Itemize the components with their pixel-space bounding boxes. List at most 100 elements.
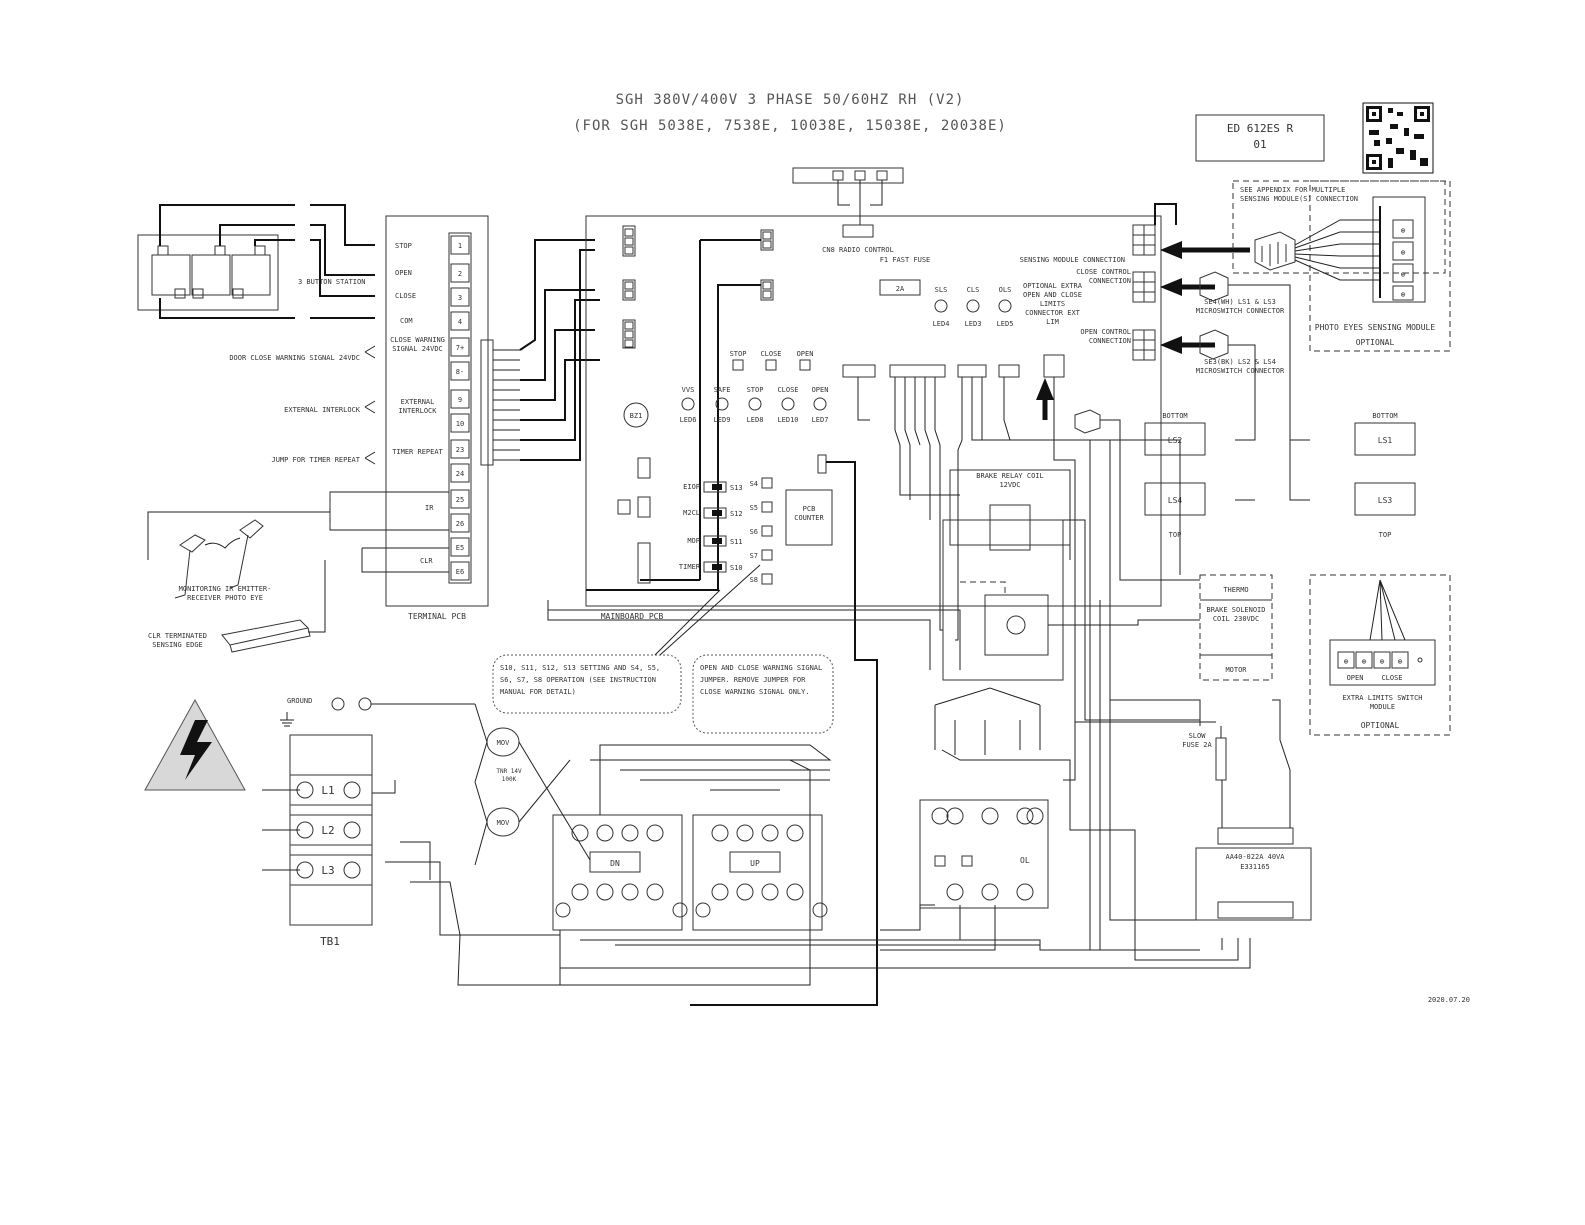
date-label: 2020.07.20 xyxy=(1428,996,1470,1004)
terminal-number: 25 xyxy=(456,496,464,504)
radio-connector xyxy=(792,167,904,238)
tb1-label: TB1 xyxy=(320,935,340,948)
led-icon xyxy=(715,397,729,411)
cn10-connector xyxy=(760,279,774,301)
dip-switch-label: S10 xyxy=(730,564,743,572)
dip-switch-name: EIOP xyxy=(683,483,700,491)
extra-limits-open: OPEN xyxy=(1347,674,1364,682)
test-button[interactable] xyxy=(961,855,973,867)
coil-terminal xyxy=(672,902,688,918)
brake-solenoid-label: BRAKE SOLENOID COIL 230VDC xyxy=(1206,606,1266,623)
close-control-connector xyxy=(1132,271,1156,303)
terminal-cell xyxy=(450,337,470,357)
side-button-label: S8 xyxy=(750,576,758,584)
external-interlock-label: EXTERNAL INTERLOCK xyxy=(284,406,361,414)
contactor-up xyxy=(692,814,823,931)
stop-button[interactable] xyxy=(732,359,744,371)
bridge-rectifier xyxy=(984,594,1049,656)
coil-terminal xyxy=(555,902,571,918)
close-control-label: CLOSE CONTROL CONNECTION xyxy=(1076,268,1131,285)
extra-limits-fo: EXTRA LIMITS SWITCH MODULE xyxy=(1342,694,1423,711)
cn9-connector xyxy=(622,279,636,301)
door-close-warning-label: DOOR CLOSE WARNING SIGNAL 24VDC xyxy=(229,354,360,362)
dip-switch-knob xyxy=(712,510,722,516)
sef-plug-icon xyxy=(1254,231,1296,271)
terminal-cell xyxy=(450,513,470,533)
side-button[interactable] xyxy=(761,525,773,537)
brake-relay-label: BRAKE RELAY COIL 12VDC xyxy=(976,472,1044,489)
photo-eyes-module-box xyxy=(1309,180,1451,352)
screw-icon xyxy=(343,821,361,839)
side-button[interactable] xyxy=(761,549,773,561)
term-label-timer: TIMER REPEAT xyxy=(392,448,443,456)
limit-switch xyxy=(1354,482,1416,516)
term-label-com: COM xyxy=(400,317,413,325)
limit-switch-label: LS3 xyxy=(1378,496,1393,505)
three-button-station xyxy=(137,204,375,319)
led-sub-label: LED5 xyxy=(997,320,1014,328)
buzzer-icon xyxy=(623,402,649,428)
side-button[interactable] xyxy=(761,501,773,513)
overload-relay xyxy=(919,799,1049,909)
ls1-ls3-fo: SE4(WH) LS1 & LS3 MICROSWITCH CONNECTOR xyxy=(1196,298,1285,315)
contactor-terminal xyxy=(571,883,589,901)
contactor-terminal xyxy=(571,824,589,842)
thermo-connector xyxy=(998,364,1020,378)
terminal-cell xyxy=(450,489,470,509)
contactor-brake-connector xyxy=(889,364,946,378)
side-button[interactable] xyxy=(761,477,773,489)
svg-text:⊕: ⊕ xyxy=(1401,248,1406,257)
side-button[interactable] xyxy=(761,573,773,585)
extra-limits-label: EXTRA LIMITS SWITCH MODULE xyxy=(1342,694,1423,711)
coil-terminal xyxy=(812,902,828,918)
line-label: L3 xyxy=(321,864,334,877)
ol-terminal xyxy=(1016,807,1034,825)
terminal-number: 23 xyxy=(456,446,464,454)
side-button-label: S4 xyxy=(750,480,758,488)
term-label-warning-fo: CLOSE WARNING SIGNAL 24VDC xyxy=(390,336,445,353)
slow-fuse-fo: SLOW FUSE 2A xyxy=(1182,732,1212,749)
ol-label: OL xyxy=(1020,856,1030,865)
dip-switch-label: S13 xyxy=(730,484,743,492)
led-sub-label: LED9 xyxy=(714,416,731,424)
close-button[interactable] xyxy=(765,359,777,371)
dip-switch-name: MOP xyxy=(687,537,700,545)
brake-solenoid-fo: BRAKE SOLENOID COIL 230VDC xyxy=(1206,606,1266,623)
ol-terminal xyxy=(1026,807,1044,825)
dip-switch[interactable] xyxy=(703,507,727,519)
terminal-number: 2 xyxy=(458,270,462,278)
mainboard-pcb-label: MAINBOARD PCB xyxy=(601,612,664,621)
contactor-terminal xyxy=(646,883,664,901)
reset-button[interactable] xyxy=(934,855,946,867)
terminal-number: 9 xyxy=(458,396,462,404)
term-label-ir: IR xyxy=(425,504,434,512)
se4-connector-icon xyxy=(1199,271,1229,302)
se-plug-icon xyxy=(1074,409,1101,434)
jp2-jumper[interactable] xyxy=(817,454,827,474)
title-line2: (FOR SGH 5038E, 7538E, 10038E, 15038E, 2… xyxy=(573,118,1007,134)
open-button[interactable] xyxy=(799,359,811,371)
led-label: OLS xyxy=(999,286,1012,294)
dip-switch[interactable] xyxy=(703,535,727,547)
stop-button-label: STOP xyxy=(730,350,747,358)
limit-switch-label: LS4 xyxy=(1168,496,1183,505)
terminal-number: 8- xyxy=(456,368,464,376)
ls2-ls4-fo: SE3(BK) LS2 & LS4 MICROSWITCH CONNECTOR xyxy=(1196,358,1285,375)
terminal-cell xyxy=(450,463,470,483)
note2-bubble xyxy=(692,654,834,734)
bottom-label: BOTTOM xyxy=(1162,412,1187,420)
extra-limits-close: CLOSE xyxy=(1381,674,1402,682)
terminal-pcb-label: TERMINAL PCB xyxy=(408,612,466,621)
brake-relay-fo: BRAKE RELAY COIL 12VDC xyxy=(976,472,1044,489)
cn5-connector xyxy=(637,457,651,479)
bottom-label: BOTTOM xyxy=(1372,412,1397,420)
jump-timer-repeat-label: JUMP FOR TIMER REPEAT xyxy=(271,456,360,464)
terminal-cell xyxy=(450,361,470,381)
led-icon xyxy=(813,397,827,411)
dip-switch[interactable] xyxy=(703,481,727,493)
motor-unit-box xyxy=(1199,574,1273,681)
led-label: CLS xyxy=(967,286,980,294)
dip-switch[interactable] xyxy=(703,561,727,573)
led-label: SLS xyxy=(935,286,948,294)
